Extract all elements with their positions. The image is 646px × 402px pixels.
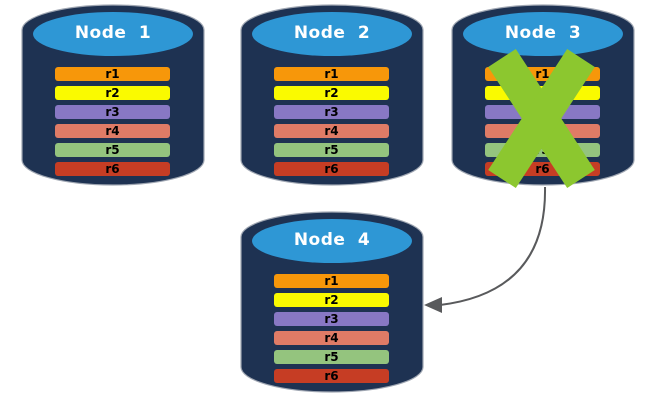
replica-bar-r2: r2 <box>274 293 389 307</box>
replica-bar-r1: r1 <box>55 67 170 81</box>
node-3: Node 3 r1 r2 r3 r4 r5 r6 <box>451 4 635 189</box>
node-title: Node 1 <box>74 23 152 43</box>
node-title: Node 4 <box>293 230 371 250</box>
replica-bar-r1: r1 <box>274 274 389 288</box>
replica-bar-r4: r4 <box>274 124 389 138</box>
replica-list: r1 r2 r3 r4 r5 r6 <box>274 274 389 388</box>
node-title: Node 2 <box>293 23 371 43</box>
node-2: Node 2 r1 r2 r3 r4 r5 r6 <box>240 4 424 186</box>
replica-bar-r3: r3 <box>274 312 389 326</box>
replica-bar-r5: r5 <box>55 143 170 157</box>
replica-bar-r3: r3 <box>274 105 389 119</box>
replica-bar-r6: r6 <box>274 369 389 383</box>
node-title: Node 3 <box>504 23 582 43</box>
replica-list: r1 r2 r3 r4 r5 r6 <box>274 67 389 181</box>
replica-bar-r4: r4 <box>274 331 389 345</box>
replica-bar-r5: r5 <box>274 350 389 364</box>
replica-bar-r3: r3 <box>55 105 170 119</box>
replica-list: r1 r2 r3 r4 r5 r6 <box>55 67 170 181</box>
node-4: Node 4 r1 r2 r3 r4 r5 r6 <box>240 211 424 393</box>
node-1: Node 1 r1 r2 r3 r4 r5 r6 <box>21 4 205 186</box>
replica-bar-r1: r1 <box>274 67 389 81</box>
replica-bar-r5: r5 <box>274 143 389 157</box>
replica-bar-r6: r6 <box>55 162 170 176</box>
replica-bar-r6: r6 <box>274 162 389 176</box>
replica-bar-r2: r2 <box>55 86 170 100</box>
failure-x-icon <box>488 48 595 189</box>
replica-bar-r2: r2 <box>274 86 389 100</box>
replica-bar-r4: r4 <box>55 124 170 138</box>
